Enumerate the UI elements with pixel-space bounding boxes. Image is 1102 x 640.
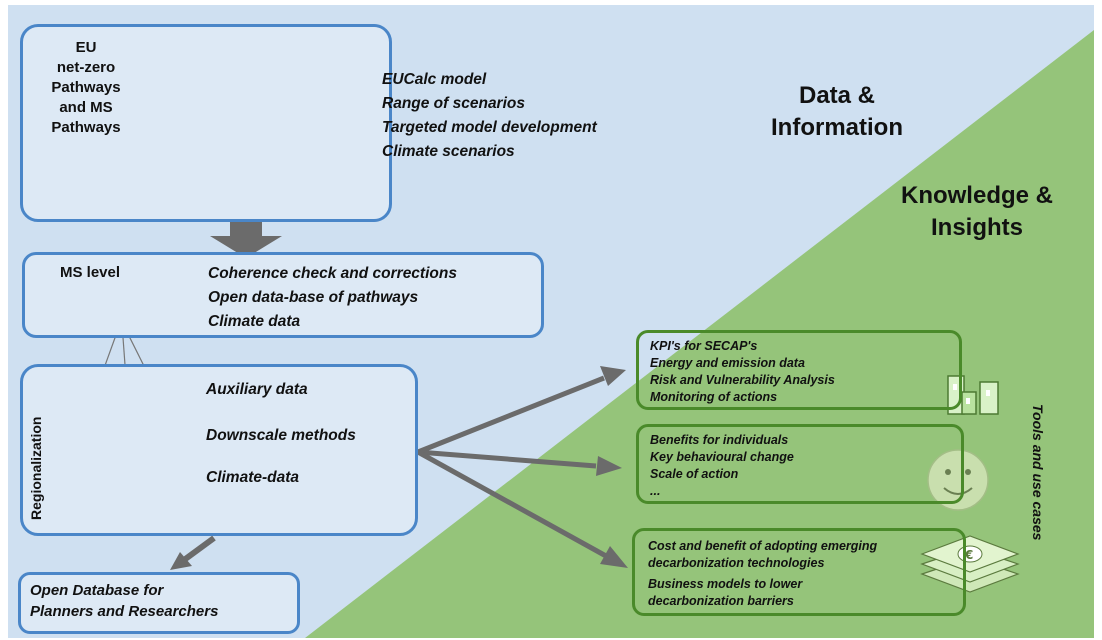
knowledge-insights-title: Knowledge & Insights: [862, 180, 1092, 244]
eu-item: EUCalc model: [382, 71, 487, 88]
cost-item: Cost and benefit of adopting emerging: [648, 539, 878, 553]
cost-box: [632, 528, 966, 616]
benefits-item: Benefits for individuals: [650, 433, 789, 447]
arrow-to-cost-box: [416, 449, 608, 559]
open-database-line: Planners and Researchers: [30, 603, 219, 620]
open-database-text: Open Database for Planners and Researche…: [30, 580, 218, 622]
title-line: Knowledge &: [900, 182, 1053, 209]
ms-level-box: [22, 252, 544, 338]
smiley-face-icon: [927, 449, 989, 511]
money-bills-icon: €: [920, 535, 1020, 593]
kpi-item: Monitoring of actions: [650, 390, 778, 404]
eu-pathways-box: [20, 24, 392, 222]
arrow-to-benefits-box: [417, 449, 597, 469]
benefits-item: Key behavioural change: [650, 450, 794, 464]
regionalization-item: Downscale methods: [206, 427, 356, 444]
kpi-item: Energy and emission data: [650, 356, 805, 370]
data-information-title: Data & Information: [742, 80, 932, 144]
down-arrow: [210, 222, 282, 258]
benefits-box: [636, 424, 964, 504]
cost-item: Business models to lower: [648, 577, 803, 591]
cost-item: decarbonization technologies: [648, 556, 825, 570]
benefits-item: ...: [650, 484, 661, 498]
eu-item: Targeted model development: [382, 119, 597, 136]
eu-item: Range of scenarios: [382, 95, 525, 112]
eu-title-line: and MS: [59, 99, 113, 116]
eu-title: EU net-zero Pathways and MS Pathways: [28, 38, 144, 138]
title-line: Data &: [798, 82, 876, 109]
title-line: Insights: [930, 214, 1023, 241]
regionalization-box: [20, 364, 418, 536]
svg-text:€: €: [964, 548, 973, 562]
eu-title-line: EU: [75, 39, 97, 56]
regionalization-item: Climate-data: [206, 469, 300, 486]
benefits-item: Scale of action: [650, 467, 739, 481]
tools-use-cases-label: Tools and use cases: [1030, 404, 1046, 541]
green-triangle-background: [305, 30, 1094, 638]
ms-level-items: Coherence check and corrections Open dat…: [208, 262, 457, 334]
benefits-items: Benefits for individuals Key behavioural…: [650, 432, 794, 500]
kpi-items: KPI's for SECAP's Energy and emission da…: [650, 338, 835, 406]
title-line: Information: [771, 114, 903, 141]
ms-level-item: Coherence check and corrections: [208, 265, 457, 282]
regionalization-label: Regionalization: [28, 416, 44, 520]
eu-title-line: Pathways: [51, 119, 121, 136]
ms-level-item: Open data-base of pathways: [208, 289, 419, 306]
ms-level-item: Climate data: [208, 313, 301, 330]
kpi-item: Risk and Vulnerability Analysis: [650, 373, 835, 387]
eu-item: Climate scenarios: [382, 143, 515, 160]
kpi-box: [636, 330, 962, 410]
cost-item: decarbonization barriers: [648, 594, 794, 608]
eu-title-line: Pathways: [51, 79, 121, 96]
arrow-to-kpi-box: [417, 375, 605, 455]
ms-level-title: MS level: [60, 264, 121, 281]
open-database-box: [18, 572, 300, 634]
open-database-line: Open Database for: [30, 582, 164, 599]
regionalization-item: Auxiliary data: [206, 381, 308, 398]
eu-title-line: net-zero: [56, 59, 116, 76]
cost-items: Cost and benefit of adopting emerging de…: [648, 538, 877, 610]
arrow-to-open-database: [182, 535, 216, 563]
kpi-item: KPI's for SECAP's: [650, 339, 758, 353]
eu-items: EUCalc model Range of scenarios Targeted…: [382, 68, 597, 164]
